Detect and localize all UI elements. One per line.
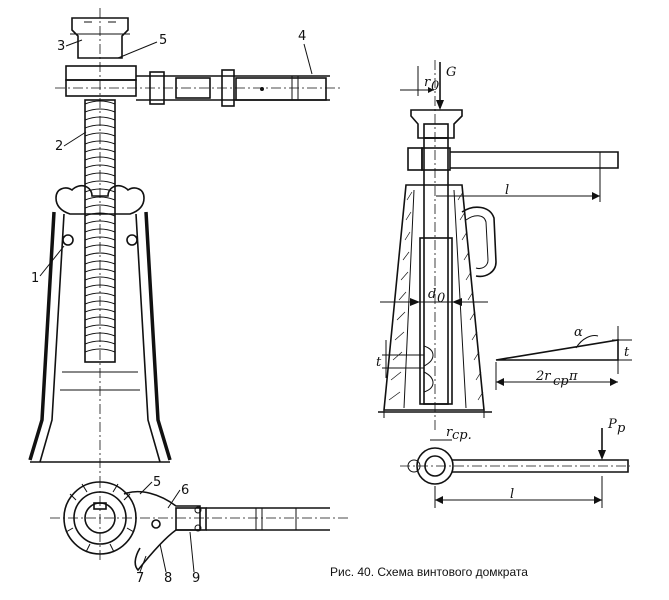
part-label-8: 8 <box>164 571 172 586</box>
part-label-2: 2 <box>55 139 63 154</box>
body-hatching <box>388 191 484 401</box>
label-unrolled-length-sub: cp <box>553 374 569 389</box>
figure-caption: Рис. 40. Схема винтового домкрата <box>330 565 528 579</box>
label-r0: r <box>424 75 431 90</box>
part-label-1: 1 <box>31 271 39 286</box>
label-d0-sub: 0 <box>437 291 445 306</box>
label-force-g: G <box>446 65 456 80</box>
part-label-9: 9 <box>192 571 200 586</box>
label-unrolled-pi: π <box>568 369 578 384</box>
part-number-labels-left: 3 5 4 2 1 <box>31 29 313 286</box>
screw-thread <box>84 100 116 353</box>
jack-section-view <box>28 8 340 478</box>
part-label-5: 5 <box>159 33 167 48</box>
label-r0-sub: 0 <box>431 79 439 94</box>
label-pitch-t-left: t <box>376 355 382 370</box>
part-label-4: 4 <box>298 29 306 44</box>
label-unrolled-length: 2r <box>535 369 551 384</box>
label-r-cp-sub: cp. <box>452 428 472 443</box>
label-lever-length-top: l <box>505 183 509 198</box>
label-force-p-sub: p <box>617 421 626 436</box>
part-label-6: 6 <box>181 483 189 498</box>
ratchet-plan-view <box>50 478 350 572</box>
label-pitch-t-right: t <box>624 345 630 360</box>
part-label-5b: 5 <box>153 475 161 490</box>
part-number-labels-bottom: 5 6 7 8 9 <box>136 475 200 586</box>
label-d0: d <box>428 287 436 302</box>
scheme-labels: G r 0 l d 0 t α t 2r cp π r cp. P p l <box>376 65 630 502</box>
part-label-3: 3 <box>57 39 65 54</box>
label-lever-length-bottom: l <box>510 487 514 502</box>
part-label-7: 7 <box>136 571 144 586</box>
label-force-p: P <box>607 417 617 432</box>
label-alpha: α <box>574 325 583 340</box>
label-r-cp: r <box>446 425 453 440</box>
calculation-scheme <box>378 60 632 508</box>
